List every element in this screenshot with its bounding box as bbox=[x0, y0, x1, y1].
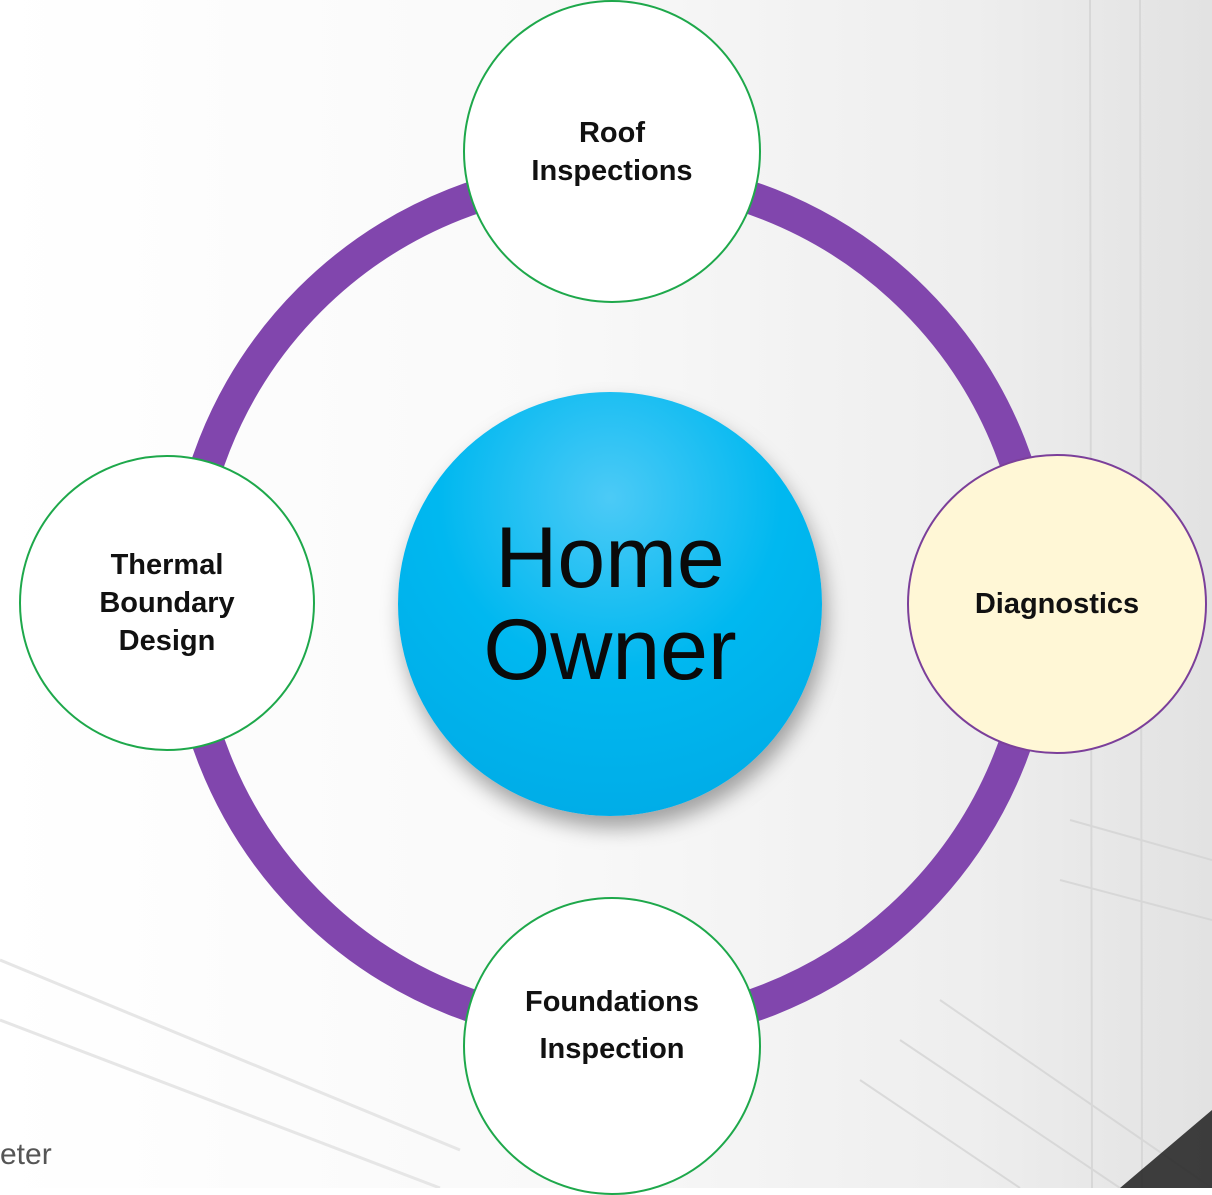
footer-partial-text: eter bbox=[0, 1138, 52, 1171]
node-label: Diagnostics bbox=[974, 588, 1140, 620]
node-label: Roof bbox=[578, 116, 646, 149]
node-label: Design bbox=[118, 625, 216, 657]
node-label: Foundations bbox=[525, 986, 699, 1018]
center-label: Owner bbox=[483, 602, 737, 698]
center-label: Home bbox=[495, 510, 725, 606]
node-label: Thermal bbox=[110, 549, 224, 581]
node-label: Inspection bbox=[539, 1033, 685, 1065]
node-label: Boundary bbox=[99, 587, 235, 619]
node-thermal-boundary-design: Thermal Boundary Design bbox=[19, 455, 315, 751]
node-label: Inspections bbox=[531, 154, 693, 187]
node-roof-inspections: Roof Inspections bbox=[463, 0, 761, 303]
node-foundations-inspection: Foundations Inspection bbox=[463, 897, 761, 1195]
center-home-owner: Home Owner bbox=[398, 392, 822, 816]
node-diagnostics: Diagnostics bbox=[907, 454, 1207, 754]
